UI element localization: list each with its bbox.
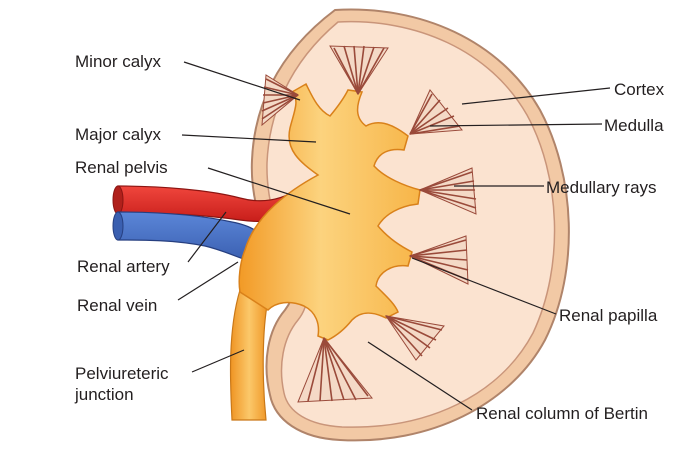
leader-medulla [429, 123, 603, 127]
pyramid-bottom-right [384, 315, 445, 361]
label-pelviureteric-line2: junction [75, 385, 134, 404]
label-cortex: Cortex [614, 80, 665, 99]
ureter [229, 289, 269, 421]
leader-renal-artery [187, 211, 227, 263]
label-renal-vein: Renal vein [77, 296, 158, 315]
pyramid-bottom [297, 337, 373, 403]
leader-renal-papilla [411, 257, 557, 315]
leader-cortex [461, 87, 611, 105]
label-renal-artery: Renal artery [77, 257, 170, 276]
label-medulla: Medulla [604, 116, 664, 135]
label-pelviureteric-line1: Pelviureteric [75, 364, 169, 383]
label-renal-pelvis: Renal pelvis [75, 158, 168, 177]
leader-pelviureteric [191, 349, 245, 373]
label-medullary-rays: Medullary rays [546, 178, 657, 197]
pyramid-top [329, 45, 389, 95]
leader-renal-vein [177, 261, 239, 301]
renal-artery-end [112, 185, 124, 215]
label-renal-column: Renal column of Bertin [476, 404, 648, 423]
leader-major-calyx [181, 134, 317, 143]
label-major-calyx: Major calyx [75, 125, 161, 144]
leader-minor-calyx [183, 61, 301, 101]
label-minor-calyx: Minor calyx [75, 52, 161, 71]
leader-renal-pelvis [207, 167, 351, 215]
pyramid-top-left [261, 74, 299, 127]
leader-renal-column [367, 341, 473, 411]
pyramid-right [418, 167, 477, 215]
pyramid-upper-right [409, 89, 463, 135]
label-renal-papilla: Renal papilla [559, 306, 658, 325]
renal-vein-end [112, 211, 124, 241]
right-edge-mask [672, 0, 694, 462]
